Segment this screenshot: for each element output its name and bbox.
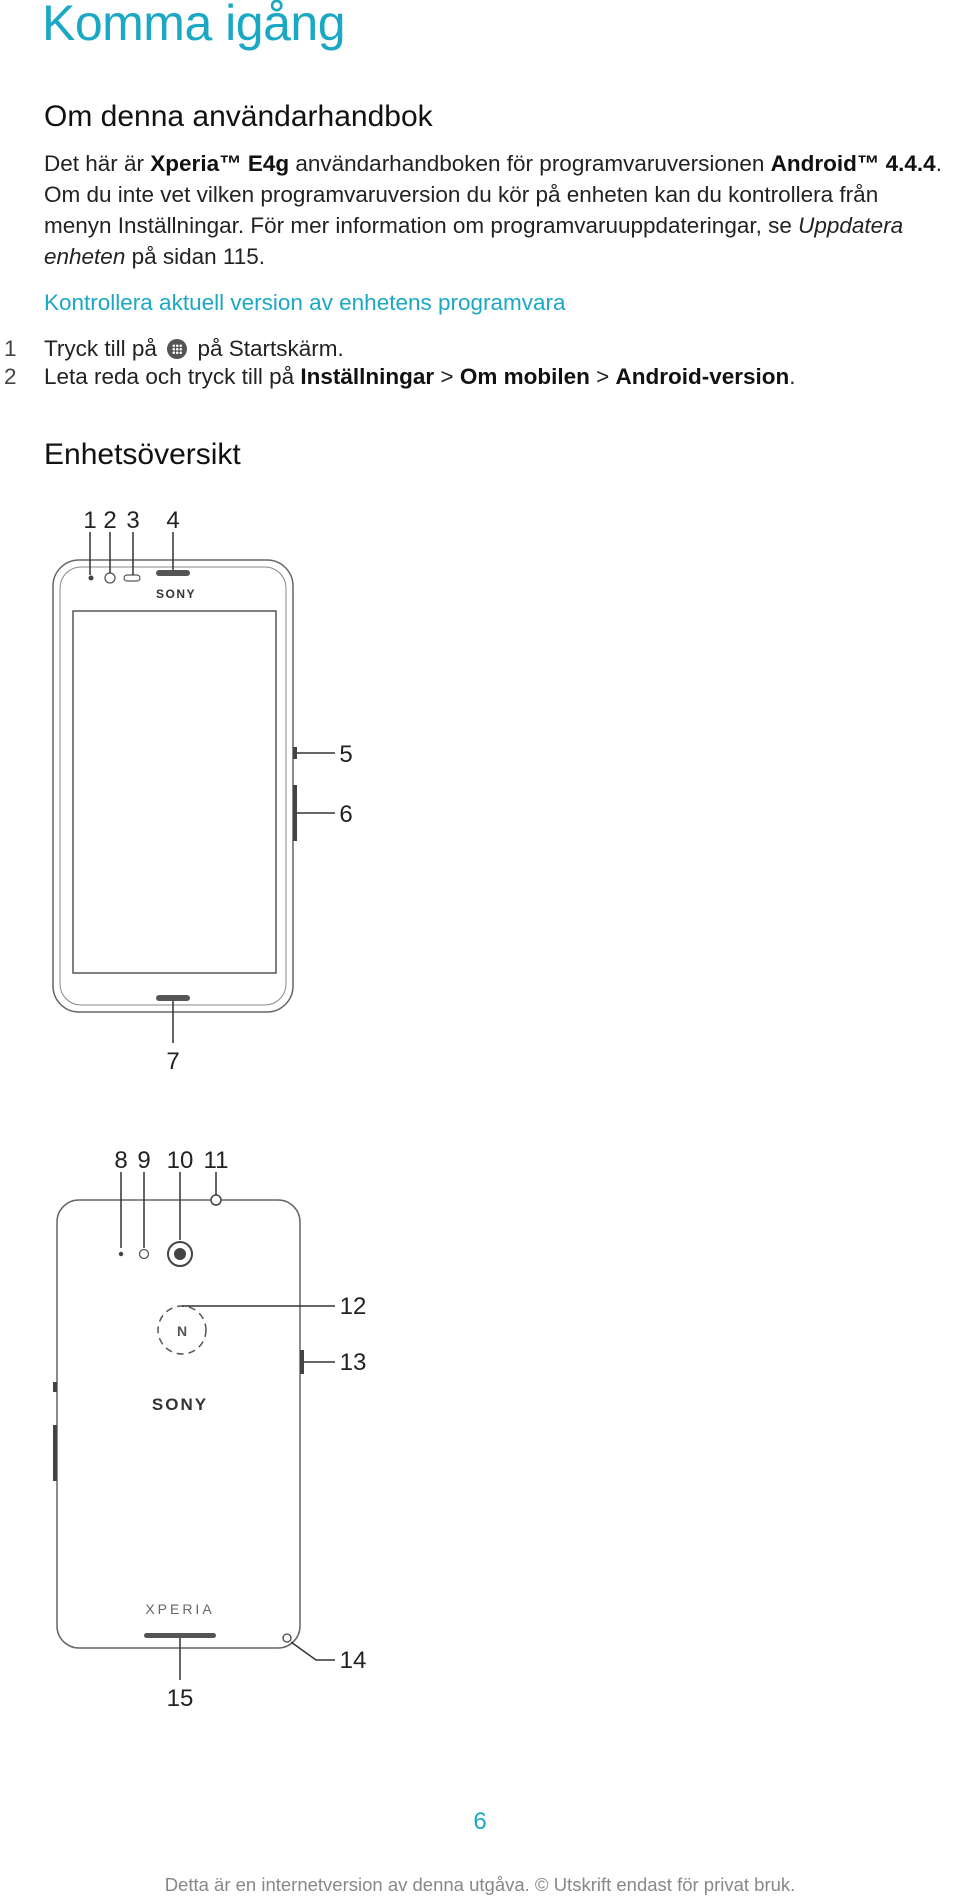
callout-1: 1 bbox=[83, 507, 96, 534]
callout-14: 14 bbox=[340, 1647, 367, 1674]
callout-11: 11 bbox=[204, 1147, 229, 1174]
flash bbox=[138, 1248, 150, 1260]
step-1: 1 Tryck till på på Startskärm. bbox=[0, 336, 344, 362]
back-phone-body bbox=[56, 1199, 301, 1649]
intro-paragraph: Det här är Xperia™ E4g användarhandboken… bbox=[44, 148, 944, 272]
callout-13: 13 bbox=[340, 1349, 367, 1376]
back-view-diagram: N SONY XPERIA 8 9 10 11 12 13 14 15 bbox=[53, 1147, 367, 1712]
micro-sd-slot bbox=[300, 1350, 304, 1374]
callout-7: 7 bbox=[166, 1048, 179, 1075]
callout-5: 5 bbox=[339, 741, 352, 768]
intro-text-2: användarhandboken för programvaruversion… bbox=[289, 151, 771, 176]
product-name: Xperia™ E4g bbox=[150, 151, 290, 176]
proximity-sensor bbox=[123, 574, 141, 582]
front-brand: SONY bbox=[156, 587, 196, 601]
bottom-mic bbox=[156, 995, 190, 1001]
loudspeaker bbox=[144, 1633, 216, 1638]
android-version: Android™ 4.4.4 bbox=[770, 151, 936, 176]
back-brand: SONY bbox=[152, 1395, 208, 1414]
settings-label: Inställningar bbox=[300, 364, 435, 389]
callout-10: 10 bbox=[167, 1147, 194, 1174]
strap-hole bbox=[282, 1633, 292, 1643]
chapter-title: Komma igång bbox=[42, 0, 346, 51]
back-side-key-a bbox=[53, 1382, 57, 1392]
separator: > bbox=[434, 364, 460, 389]
step-text: på Startskärm. bbox=[191, 336, 344, 361]
callout-4: 4 bbox=[166, 507, 179, 534]
xperia-logo: XPERIA bbox=[145, 1601, 214, 1617]
callout-2: 2 bbox=[103, 507, 116, 534]
front-phone-body bbox=[52, 559, 294, 1013]
back-mic bbox=[118, 1251, 124, 1257]
step-number: 1 bbox=[4, 336, 17, 361]
headset-jack bbox=[210, 1194, 222, 1206]
section-heading-about: Om denna användarhandbok bbox=[44, 100, 433, 133]
front-screen bbox=[72, 610, 277, 974]
intro-text-1: Det här är bbox=[44, 151, 151, 176]
step-text: Tryck till på bbox=[44, 336, 164, 361]
section-heading-overview: Enhetsöversikt bbox=[44, 438, 241, 471]
intro-text-3: . Om du inte vet vilken programvaruversi… bbox=[44, 151, 942, 238]
android-version-label: Android-version bbox=[615, 364, 790, 389]
callout-12: 12 bbox=[340, 1293, 367, 1320]
front-view-diagram: SONY 1 2 3 4 5 6 7 bbox=[52, 507, 353, 1075]
step-text: . bbox=[789, 364, 796, 389]
callout-8: 8 bbox=[114, 1147, 127, 1174]
step-number: 2 bbox=[4, 364, 17, 389]
step-2: 2 Leta reda och tryck till på Inställning… bbox=[0, 364, 796, 390]
nfc-icon: N bbox=[177, 1323, 187, 1339]
apps-grid-icon bbox=[167, 339, 188, 359]
main-camera-lens bbox=[174, 1248, 186, 1260]
callout-3: 3 bbox=[126, 507, 139, 534]
separator: > bbox=[589, 364, 616, 389]
callout-9: 9 bbox=[137, 1147, 150, 1174]
update-link[interactable]: Uppdatera enheten bbox=[44, 213, 904, 269]
side-key-5 bbox=[293, 747, 297, 759]
earpiece bbox=[156, 570, 190, 576]
footer-note: Detta är en internetversion av denna utg… bbox=[164, 1874, 796, 1895]
main-camera bbox=[167, 1241, 193, 1267]
howto-title: Kontrollera aktuell version av enhetens … bbox=[44, 290, 566, 315]
about-phone-label: Om mobilen bbox=[459, 364, 590, 389]
notification-light bbox=[88, 575, 94, 581]
callout-15: 15 bbox=[167, 1685, 194, 1712]
back-side-key-b bbox=[53, 1425, 57, 1481]
intro-text-4: på sidan 115. bbox=[125, 244, 266, 269]
step-text: Leta reda och tryck till på bbox=[44, 364, 301, 389]
front-camera bbox=[104, 572, 116, 584]
callout-6: 6 bbox=[339, 801, 352, 828]
side-key-6 bbox=[293, 785, 297, 841]
page-number: 6 bbox=[473, 1808, 487, 1835]
